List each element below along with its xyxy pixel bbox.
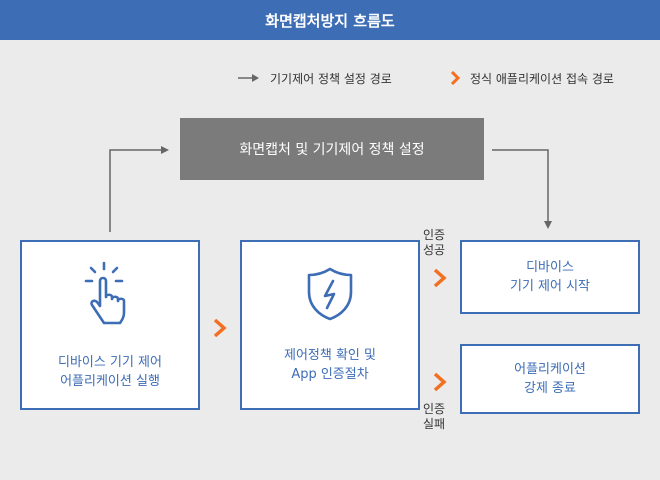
launch-node-line2: 어플리케이션 실행 <box>60 374 160 389</box>
app-force-quit-node: 어플리케이션 강제 종료 <box>460 344 640 414</box>
start-node-line2: 기기 제어 시작 <box>509 279 591 294</box>
launch-app-node: 디바이스 기기 제어 어플리케이션 실행 <box>20 240 200 410</box>
device-control-start-node: 디바이스 기기 제어 시작 <box>460 240 640 314</box>
auth-node-line2: App 인증절차 <box>291 367 369 382</box>
gray-arrow-icon <box>238 73 260 83</box>
kill-node-line2: 강제 종료 <box>524 381 576 396</box>
auth-success-label: 인증 성공 <box>414 228 454 258</box>
legend-app-path: 정식 애플리케이션 접속 경로 <box>450 68 614 88</box>
auth-success-line1: 인증 <box>422 228 446 242</box>
legend-policy-path: 기기제어 정책 설정 경로 <box>238 68 392 88</box>
launch-to-auth-chevron-icon <box>213 318 227 338</box>
tap-hand-icon <box>82 259 138 335</box>
shield-bolt-icon <box>305 266 355 328</box>
auth-success-line2: 성공 <box>422 243 446 257</box>
policy-setting-node: 화면캡처 및 기기제어 정책 설정 <box>180 118 484 180</box>
success-chevron-icon <box>433 268 447 288</box>
auth-fail-line1: 인증 <box>422 402 446 416</box>
legend-app-label: 정식 애플리케이션 접속 경로 <box>470 71 614 86</box>
auth-node: 제어정책 확인 및 App 인증절차 <box>240 240 420 410</box>
orange-chevron-icon <box>450 71 460 85</box>
page-title: 화면캡처방지 흐름도 <box>0 0 660 40</box>
auth-fail-line2: 실패 <box>422 417 446 431</box>
fail-chevron-icon <box>433 372 447 392</box>
auth-node-line1: 제어정책 확인 및 <box>284 348 376 363</box>
auth-fail-label: 인증 실패 <box>414 402 454 432</box>
legend-policy-label: 기기제어 정책 설정 경로 <box>270 71 392 86</box>
start-node-line1: 디바이스 <box>526 260 574 275</box>
kill-node-line1: 어플리케이션 <box>514 362 586 377</box>
launch-node-line1: 디바이스 기기 제어 <box>58 355 162 370</box>
